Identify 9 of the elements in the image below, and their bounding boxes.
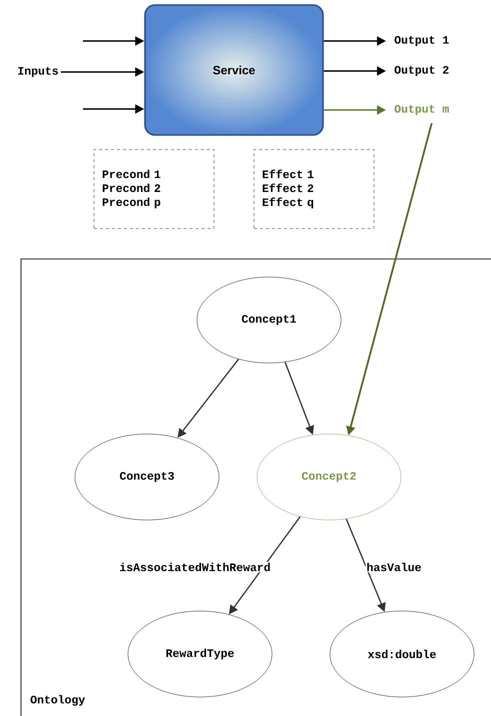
output-label: Output 1 bbox=[394, 36, 449, 46]
output-label: Output 2 bbox=[394, 66, 449, 76]
edge-label: isAssociatedWithReward bbox=[118, 562, 272, 572]
list-box: Effect 1 Effect 2 Effect q bbox=[254, 149, 374, 229]
input-label: Inputs bbox=[18, 67, 58, 77]
list-box: Precond 1 Precond 2 Precond p bbox=[94, 149, 214, 229]
output-label: Output m bbox=[394, 105, 449, 116]
edge-label: hasValue bbox=[366, 562, 422, 572]
service-box: Service bbox=[144, 4, 324, 136]
